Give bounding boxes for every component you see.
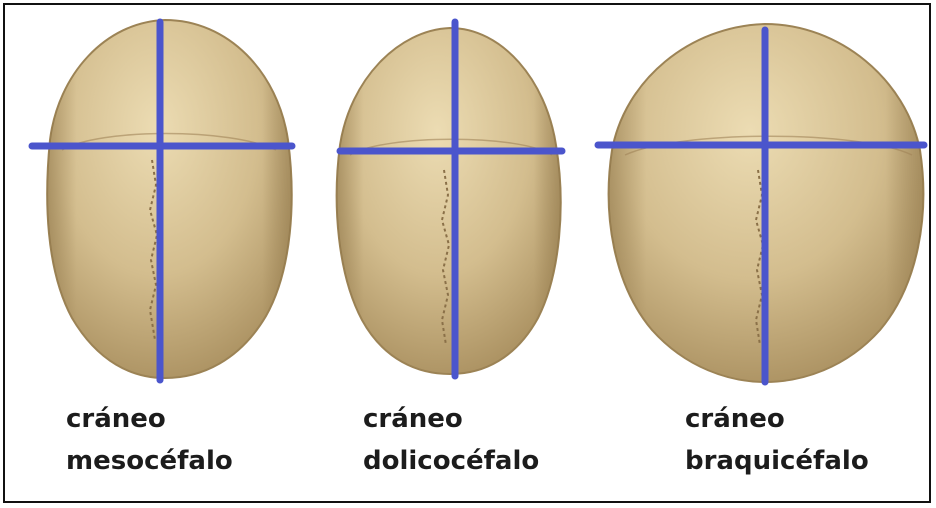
caption-line1: cráneo — [363, 398, 539, 440]
caption-line1: cráneo — [685, 398, 869, 440]
skull-mesocephalic — [32, 20, 292, 380]
caption-mesocephalic: cráneo mesocéfalo — [66, 398, 233, 482]
caption-line2: mesocéfalo — [66, 440, 233, 482]
caption-dolichocephalic: cráneo dolicocéfalo — [363, 398, 539, 482]
skull-brachycephalic — [598, 24, 924, 382]
caption-line1: cráneo — [66, 398, 233, 440]
caption-line2: braquicéfalo — [685, 440, 869, 482]
caption-brachycephalic: cráneo braquicéfalo — [685, 398, 869, 482]
caption-line2: dolicocéfalo — [363, 440, 539, 482]
skull-dolichocephalic — [337, 22, 562, 376]
skull-rim-shading — [47, 20, 292, 378]
skull-rim-shading — [337, 28, 561, 374]
